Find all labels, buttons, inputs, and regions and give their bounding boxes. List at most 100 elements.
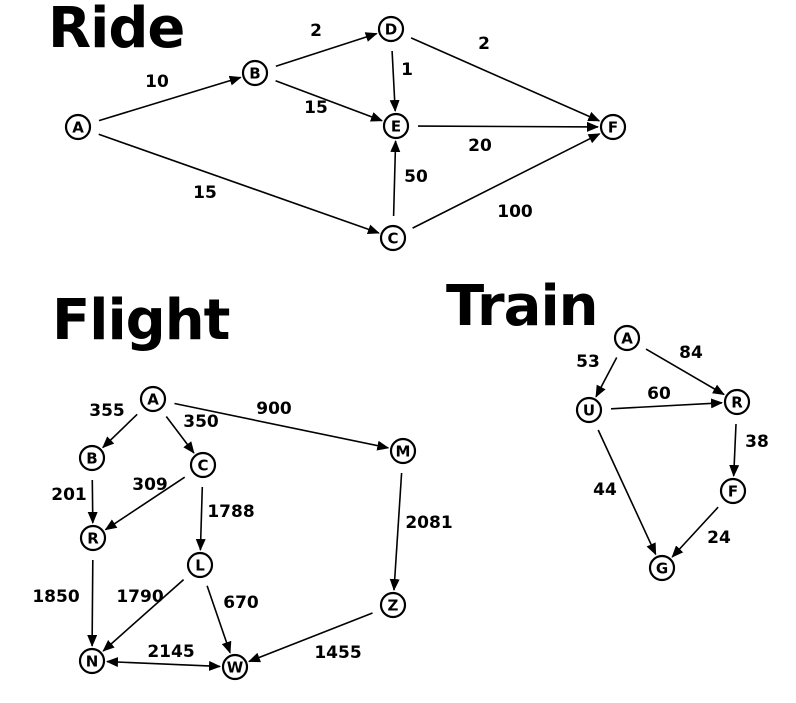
flight-edge-z-w xyxy=(248,612,373,663)
ride-node-label-e: E xyxy=(391,118,401,136)
train-edge-a-u xyxy=(595,357,618,398)
flight-node-label-z: Z xyxy=(388,597,399,615)
train-edge-weight-u-r: 60 xyxy=(647,384,671,404)
train-edge-weight-u-g: 44 xyxy=(593,480,617,500)
train-node-a: A xyxy=(613,324,641,352)
train-node-circle-g xyxy=(648,554,676,582)
ride-edge-weight-a-c: 15 xyxy=(193,183,217,203)
ride-edge-weight-d-f: 2 xyxy=(478,34,490,54)
flight-edge-weight-m-z: 2081 xyxy=(405,513,452,533)
ride-title: Ride xyxy=(48,0,185,61)
flight-node-label-w: W xyxy=(227,659,244,677)
flight-edge-weight-c-l: 1788 xyxy=(207,502,254,522)
flight-edge-weight-z-w: 1455 xyxy=(314,643,361,663)
flight-node-label-c: C xyxy=(197,457,208,475)
train-node-r: R xyxy=(723,388,751,416)
flight-edge-n-w xyxy=(106,657,221,671)
flight-edge-r-n xyxy=(87,559,98,647)
train-edge-weight-a-r: 84 xyxy=(679,343,703,363)
flight-node-label-r: R xyxy=(87,530,99,548)
flight-node-label-m: M xyxy=(396,443,411,461)
ride-edge-weight-a-b: 10 xyxy=(145,72,169,92)
train-node-circle-a xyxy=(613,324,641,352)
train-node-label-a: A xyxy=(621,330,633,348)
ride-edge-weight-c-e: 50 xyxy=(404,167,428,187)
ride-node-label-b: B xyxy=(249,65,260,83)
ride-node-circle-c xyxy=(379,224,407,252)
flight-node-c: C xyxy=(189,451,217,479)
ride-node-circle-b xyxy=(241,59,269,87)
flight-node-a: A xyxy=(139,385,167,413)
ride-node-label-f: F xyxy=(608,119,618,137)
flight-edge-weight-b-r: 201 xyxy=(51,485,87,505)
flight-edge-weight-a-b: 355 xyxy=(89,401,125,421)
ride-edge-a-b xyxy=(98,75,242,122)
flight-node-l: L xyxy=(186,551,214,579)
ride-edge-c-e xyxy=(390,140,401,217)
ride-edge-b-e xyxy=(275,79,383,122)
ride-node-c: C xyxy=(379,224,407,252)
flight-node-label-l: L xyxy=(195,557,205,575)
ride-node-circle-e xyxy=(382,112,410,140)
train-node-circle-f xyxy=(719,477,747,505)
train-edge-u-r xyxy=(610,398,723,410)
ride-node-circle-a xyxy=(64,113,92,141)
ride-node-label-a: A xyxy=(72,119,84,137)
ride-edge-a-c xyxy=(98,133,380,235)
flight-node-n: N xyxy=(78,647,106,675)
flight-edge-a-b xyxy=(102,413,138,449)
flight-node-circle-r xyxy=(79,524,107,552)
flight-edge-weight-l-n: 1790 xyxy=(116,587,163,607)
ride-node-label-d: D xyxy=(385,21,397,39)
ride-edge-d-f xyxy=(410,37,601,122)
flight-node-r: R xyxy=(79,524,107,552)
train-node-f: F xyxy=(719,477,747,505)
train-node-u: U xyxy=(575,396,603,424)
flight-node-label-b: B xyxy=(86,450,97,468)
ride-edge-weight-b-e: 15 xyxy=(304,98,328,118)
train-node-label-u: U xyxy=(583,402,595,420)
train-edge-weight-f-g: 24 xyxy=(707,528,731,548)
flight-edge-l-n xyxy=(102,579,185,652)
flight-node-circle-z xyxy=(379,591,407,619)
ride-edge-d-e xyxy=(389,50,400,112)
ride-edge-e-f xyxy=(417,121,599,132)
flight-edge-c-r xyxy=(104,476,186,531)
train-edge-weight-a-u: 53 xyxy=(576,352,600,372)
flight-node-circle-c xyxy=(189,451,217,479)
train-node-g: G xyxy=(648,554,676,582)
ride-node-circle-f xyxy=(599,113,627,141)
train-edge-r-f xyxy=(729,423,740,477)
flight-edge-b-r xyxy=(87,479,98,524)
train-node-circle-u xyxy=(575,396,603,424)
ride-node-d: D xyxy=(377,15,405,43)
train-edge-a-r xyxy=(645,348,725,396)
flight-edge-l-w xyxy=(206,585,232,654)
ride-node-circle-d xyxy=(377,15,405,43)
flight-edge-weight-l-w: 670 xyxy=(223,593,259,613)
flight-edge-weight-a-c: 350 xyxy=(183,412,219,432)
ride-edge-weight-c-f: 100 xyxy=(497,202,533,222)
ride-node-b: B xyxy=(241,59,269,87)
ride-edge-weight-b-d: 2 xyxy=(310,21,322,41)
flight-node-circle-a xyxy=(139,385,167,413)
flight-edge-weight-n-w: 2145 xyxy=(147,642,194,662)
ride-node-e: E xyxy=(382,112,410,140)
flight-edge-a-m xyxy=(174,402,390,451)
flight-title: Flight xyxy=(52,288,230,353)
flight-node-b: B xyxy=(78,444,106,472)
flight-edge-a-c xyxy=(165,416,195,454)
flight-edge-weight-c-r: 309 xyxy=(132,475,168,495)
train-node-label-g: G xyxy=(656,560,668,578)
flight-edge-weight-r-n: 1850 xyxy=(32,587,79,607)
ride-edge-c-f xyxy=(412,133,601,229)
flight-node-circle-m xyxy=(389,437,417,465)
flight-edge-m-z xyxy=(389,472,403,591)
ride-edge-weight-d-e: 1 xyxy=(401,60,413,80)
train-node-circle-r xyxy=(723,388,751,416)
train-title: Train xyxy=(446,274,599,339)
ride-node-f: F xyxy=(599,113,627,141)
train-edge-u-g xyxy=(597,429,657,556)
